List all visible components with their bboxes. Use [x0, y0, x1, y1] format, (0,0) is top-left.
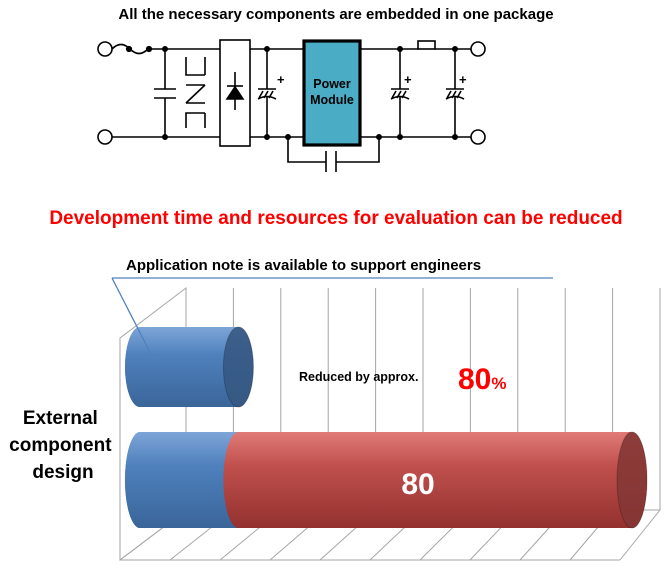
input-terminal-bottom [97, 129, 113, 145]
capacitor-plus-2: + [404, 72, 412, 87]
category-label: External component design [9, 408, 117, 483]
bar-2-end-cap [616, 431, 648, 529]
capacitor-plus-3: + [459, 72, 467, 87]
capacitor-plus-1: + [277, 72, 285, 87]
bridge-rectifier [219, 39, 251, 147]
category-label-line1: External [23, 408, 98, 429]
bar-1-segment-1 [125, 327, 254, 407]
common-mode-choke [185, 57, 206, 128]
power-module-block [302, 39, 362, 147]
circuit-diagram [97, 39, 486, 172]
power-module-label-line1: Power [313, 77, 351, 91]
x-capacitor [154, 45, 176, 141]
headline: Development time and resources for evalu… [49, 208, 622, 229]
reduction-value: 80% [458, 363, 507, 396]
output-terminal-top [470, 41, 486, 57]
reduction-number: 80 [458, 363, 491, 396]
category-label-line2: component [9, 435, 112, 456]
output-capacitor-1 [390, 45, 410, 141]
reduction-prefix: Reduced by approx. [299, 370, 418, 384]
bar-2-start-cap [125, 432, 155, 528]
bar-2-segment-1 [125, 432, 254, 528]
bar-2-segment-2 [223, 432, 647, 528]
input-terminal-top [97, 41, 113, 57]
output-terminal-bottom [470, 129, 486, 145]
power-module-label-line2: Module [310, 93, 354, 107]
output-inductor [417, 40, 436, 50]
gridline-floor [619, 509, 661, 561]
callout-leader-line [111, 277, 156, 363]
bar-value-label: 80 [401, 468, 434, 501]
reduction-unit: % [491, 374, 506, 393]
input-capacitor [257, 49, 277, 137]
application-note-callout: Application note is available to support… [111, 257, 553, 363]
diagram-title: All the necessary components are embedde… [118, 6, 553, 23]
bar-chart: 80 [119, 286, 661, 562]
output-capacitor-2 [445, 45, 465, 141]
y-capacitor [284, 134, 382, 172]
bar-2-end-cap-shade [617, 432, 647, 528]
category-label-line3: design [32, 462, 93, 483]
bar-1-end-cap-shade [223, 327, 254, 407]
chart-bars [125, 326, 648, 529]
bar-1-start-cap [125, 327, 155, 407]
callout-text: Application note is available to support… [126, 257, 481, 274]
bar-1-end-cap [222, 326, 254, 408]
